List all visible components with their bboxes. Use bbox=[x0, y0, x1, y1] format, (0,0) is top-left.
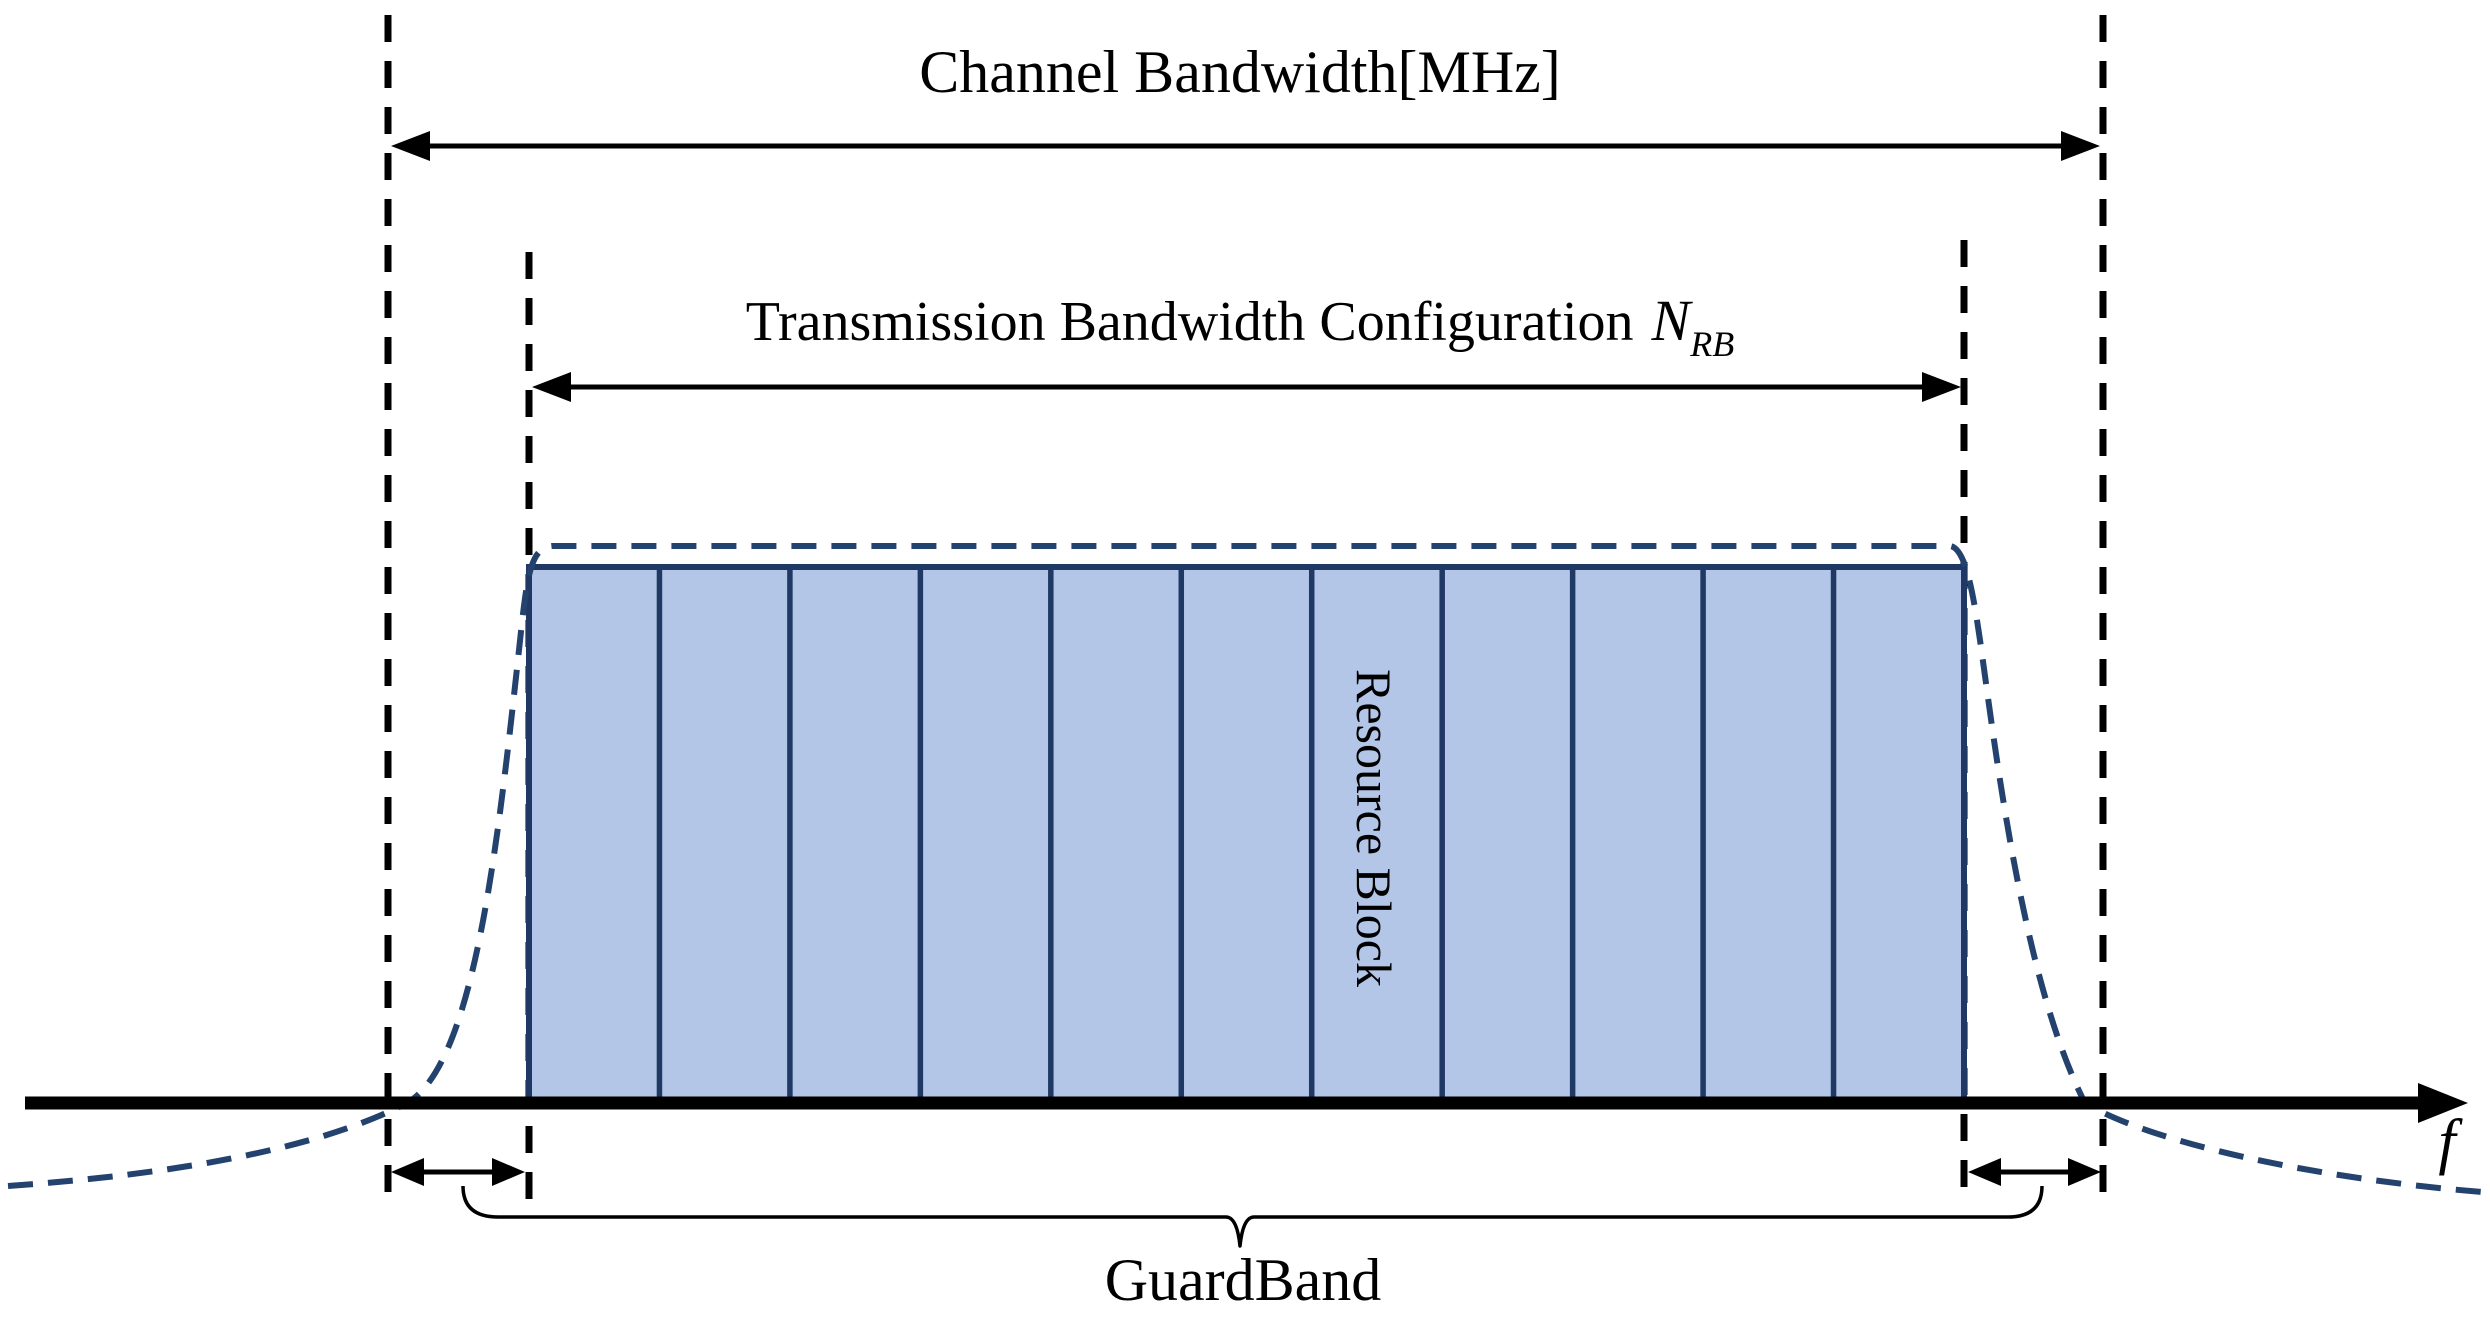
channel-bandwidth-arrow bbox=[391, 131, 2100, 161]
guard-band-brace bbox=[461, 1185, 2044, 1248]
arrowhead-right-icon bbox=[2061, 131, 2100, 161]
guard-band-label: GuardBand bbox=[1105, 1247, 1382, 1313]
channel-bandwidth-label: Channel Bandwidth[MHz] bbox=[919, 39, 1561, 105]
arrowhead-left-icon bbox=[1968, 1158, 2001, 1186]
arrowhead-right-icon bbox=[492, 1158, 525, 1186]
resource-block-rect bbox=[526, 564, 1967, 1106]
guard-band-arrow-right bbox=[1968, 1158, 2101, 1186]
frequency-axis-label: f bbox=[2438, 1108, 2463, 1176]
arrowhead-left-icon bbox=[532, 372, 571, 402]
arrowhead-left-icon bbox=[391, 1158, 424, 1186]
transmission-bandwidth-arrow bbox=[532, 372, 1961, 402]
resource-block-label: Resource Block bbox=[1346, 669, 1402, 987]
spectrum-mask-curve bbox=[7, 543, 2483, 1195]
frequency-axis bbox=[25, 1083, 2468, 1123]
transmission-bandwidth-label: Transmission Bandwidth Configuration NRB bbox=[746, 288, 1734, 364]
arrowhead-right-icon bbox=[1922, 372, 1961, 402]
guard-band-arrow-left bbox=[391, 1158, 525, 1186]
nrb-subscript: RB bbox=[1689, 324, 1734, 364]
axis-arrowhead-icon bbox=[2418, 1083, 2468, 1123]
transmission-bandwidth-label-text: Transmission Bandwidth Configuration bbox=[746, 291, 1634, 353]
nrb-symbol: N bbox=[1651, 288, 1694, 353]
arrowhead-right-icon bbox=[2068, 1158, 2101, 1186]
resource-block-dividers bbox=[656, 570, 1837, 1100]
arrowhead-left-icon bbox=[391, 131, 430, 161]
